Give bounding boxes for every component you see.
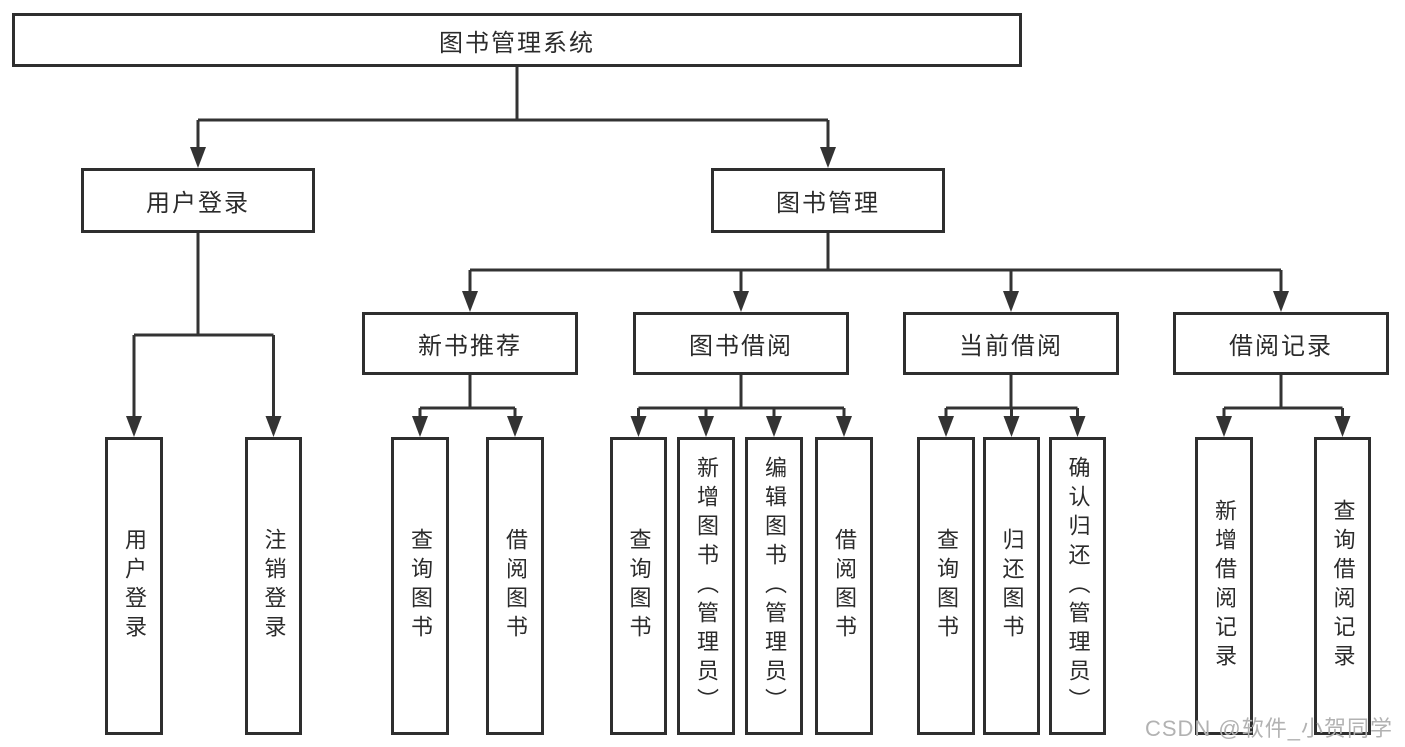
leaf-query-borrow-record: 查询借阅记录 <box>1314 437 1371 735</box>
leaf-logout: 注销登录 <box>245 437 302 735</box>
node-book-management-branch: 图书管理 <box>711 168 945 233</box>
arrowhead-group <box>126 147 1351 437</box>
node-book-borrow: 图书借阅 <box>633 312 849 375</box>
leaf-current-query-books: 查询图书 <box>917 437 975 735</box>
node-user-login-branch: 用户登录 <box>81 168 315 233</box>
leaf-add-books-admin: 新增图书（管理员） <box>677 437 735 735</box>
leaf-return-books: 归还图书 <box>983 437 1040 735</box>
leaf-recommend-query-books: 查询图书 <box>391 437 449 735</box>
node-current-borrow: 当前借阅 <box>903 312 1119 375</box>
node-borrow-records: 借阅记录 <box>1173 312 1389 375</box>
leaf-user-login: 用户登录 <box>105 437 163 735</box>
node-root-system: 图书管理系统 <box>12 13 1022 67</box>
leaf-borrow-query-books: 查询图书 <box>610 437 667 735</box>
leaf-borrow-books: 借阅图书 <box>815 437 873 735</box>
csdn-watermark: CSDN @软件_小贺同学 <box>1144 716 1393 741</box>
node-new-book-recommend: 新书推荐 <box>362 312 578 375</box>
leaf-edit-books-admin: 编辑图书（管理员） <box>745 437 803 735</box>
leaf-confirm-return-admin: 确认归还（管理员） <box>1049 437 1106 735</box>
leaf-add-borrow-record: 新增借阅记录 <box>1195 437 1253 735</box>
leaf-recommend-borrow-books: 借阅图书 <box>486 437 544 735</box>
